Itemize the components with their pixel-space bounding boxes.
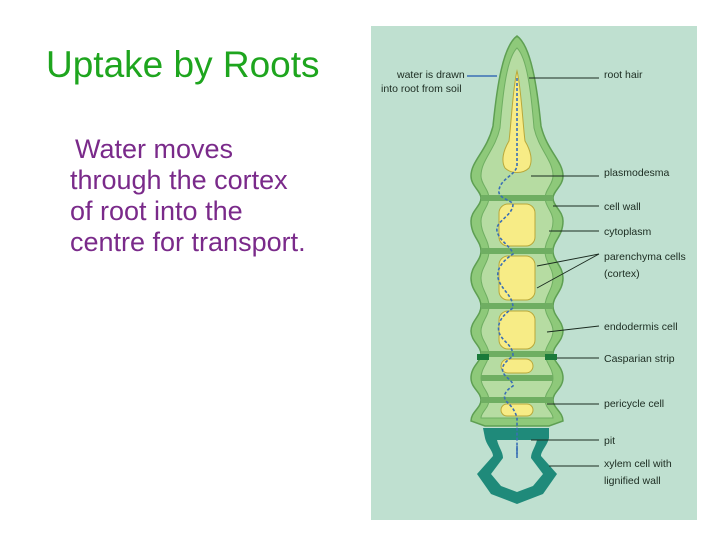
vacuole-endodermis xyxy=(500,358,534,374)
leader-parenchyma-1 xyxy=(536,253,600,267)
casparian-right xyxy=(545,354,557,360)
label-root-hair: root hair xyxy=(604,69,643,81)
vacuole-cortex-1 xyxy=(498,203,536,247)
body-line-2: through the cortex xyxy=(70,165,288,195)
leader-endodermis xyxy=(546,325,600,333)
label-endodermis: endodermis cell xyxy=(604,321,678,333)
body-line-3: of root into the xyxy=(70,196,243,226)
casparian-strip xyxy=(477,354,557,360)
vacuole-cortex-2 xyxy=(498,255,536,301)
label-xylem-2: lignified wall xyxy=(604,475,661,487)
water-path xyxy=(496,78,518,454)
root-water-uptake-diagram: water is drawn into root from soil root … xyxy=(371,26,697,520)
vacuole-pericycle xyxy=(500,403,534,417)
body-line-1: Water moves xyxy=(75,134,234,164)
label-plasmodesma: plasmodesma xyxy=(604,167,670,179)
body-line-4: centre for transport. xyxy=(70,227,306,257)
label-pit: pit xyxy=(604,435,615,447)
slide-body-text: Water moves through the cortex of root i… xyxy=(70,134,370,258)
xylem-lumen xyxy=(491,440,543,492)
slide-title: Uptake by Roots xyxy=(46,44,320,85)
label-water-drawn-2: into root from soil xyxy=(381,83,462,95)
label-cytoplasm: cytoplasm xyxy=(604,226,652,238)
label-parenchyma-1: parenchyma cells xyxy=(604,251,686,263)
label-leader-lines xyxy=(529,77,600,467)
label-parenchyma-2: (cortex) xyxy=(604,268,640,280)
root-hair-vacuole xyxy=(502,69,532,173)
vacuoles xyxy=(498,69,536,417)
label-casparian: Casparian strip xyxy=(604,353,675,365)
label-xylem-1: xylem cell with xyxy=(604,458,672,470)
label-cell-wall: cell wall xyxy=(604,201,641,213)
leader-parenchyma-2 xyxy=(536,253,600,289)
casparian-left xyxy=(477,354,489,360)
label-water-drawn-1: water is drawn xyxy=(396,69,465,81)
cell-partitions xyxy=(481,195,553,403)
vacuole-cortex-3 xyxy=(498,310,536,350)
label-pericycle: pericycle cell xyxy=(604,398,664,410)
